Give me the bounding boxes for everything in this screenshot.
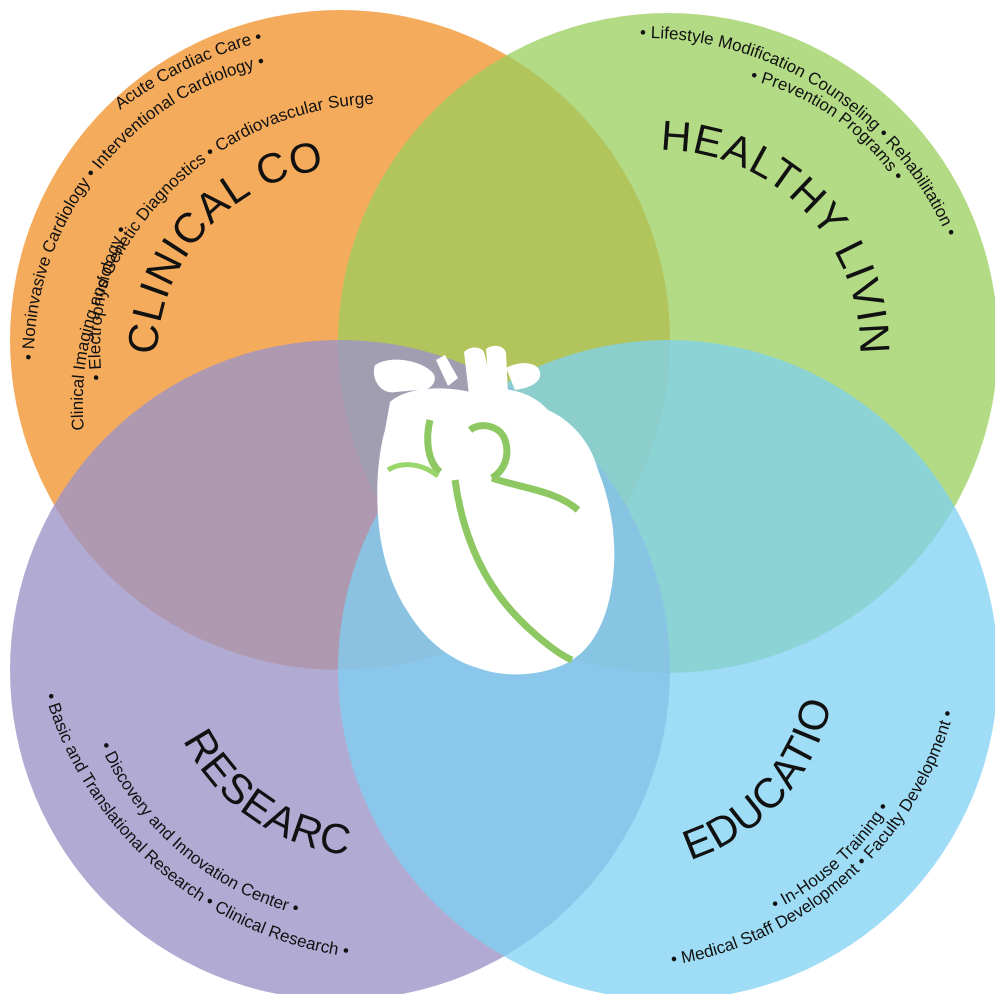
- heart-icon: [373, 345, 615, 675]
